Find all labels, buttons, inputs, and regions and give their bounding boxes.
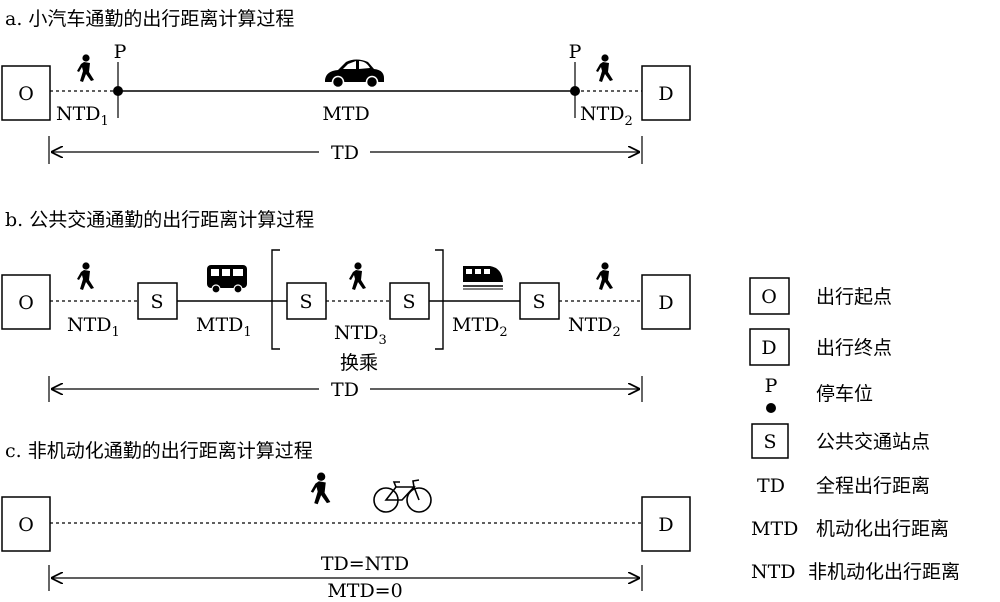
train-icon bbox=[463, 266, 503, 290]
td-label: TD bbox=[331, 142, 359, 164]
origin-node bbox=[1, 65, 51, 121]
bus-icon bbox=[207, 265, 247, 294]
legend-text: 出行终点 bbox=[816, 337, 892, 359]
legend-origin-box bbox=[749, 277, 790, 315]
legend-symbol: P bbox=[765, 375, 778, 397]
section-b-title: b. 公共交通通勤的出行距离计算过程 bbox=[5, 209, 314, 231]
station-label: S bbox=[532, 291, 545, 313]
ntd3-label: NTD3 bbox=[334, 322, 387, 348]
mtd1-label: MTD1 bbox=[196, 314, 252, 340]
walker-icon bbox=[349, 262, 366, 290]
walker-icon bbox=[310, 472, 331, 505]
td-label: TD bbox=[331, 379, 359, 401]
mtd2-label: MTD2 bbox=[452, 314, 508, 340]
parking-label-1: P bbox=[114, 41, 127, 63]
walker-icon bbox=[596, 54, 613, 82]
legend-symbol: TD bbox=[757, 475, 785, 497]
legend-text: 全程出行距离 bbox=[816, 475, 930, 497]
legend-symbol: S bbox=[763, 431, 776, 453]
legend-symbol: O bbox=[761, 286, 777, 308]
legend-station-box bbox=[751, 423, 789, 459]
section-a: a. 小汽车通勤的出行距离计算过程 O P P D NTD1 MTD NTD2 bbox=[1, 8, 691, 164]
legend-text: 停车位 bbox=[816, 383, 873, 405]
mtd-zero-label: MTD=0 bbox=[327, 580, 402, 602]
origin-node bbox=[1, 496, 51, 552]
car-icon bbox=[325, 59, 384, 89]
transfer-bracket-left bbox=[271, 249, 280, 350]
destination-label: D bbox=[658, 514, 673, 536]
parking-dot-2 bbox=[570, 86, 580, 96]
origin-label: O bbox=[18, 514, 34, 536]
origin-label: O bbox=[18, 292, 34, 314]
station-label: S bbox=[150, 291, 163, 313]
transfer-bracket-right bbox=[435, 249, 444, 350]
section-c: c. 非机动化通勤的出行距离计算过程 O D TD=NTD MTD=0 bbox=[1, 440, 691, 602]
destination-label: D bbox=[658, 292, 673, 314]
legend-parking-dot bbox=[766, 403, 776, 413]
mtd-label: MTD bbox=[322, 103, 369, 125]
station-label: S bbox=[299, 291, 312, 313]
legend-symbol: MTD bbox=[751, 518, 798, 540]
station-node bbox=[519, 282, 560, 320]
walker-icon bbox=[596, 262, 613, 290]
legend-symbol: NTD bbox=[751, 561, 796, 583]
station-node bbox=[389, 282, 430, 320]
origin-label: O bbox=[18, 83, 34, 105]
ntd1-label: NTD1 bbox=[56, 103, 109, 129]
legend-text: 出行起点 bbox=[816, 286, 892, 308]
station-node bbox=[137, 282, 178, 320]
destination-node bbox=[641, 65, 691, 121]
legend-destination-box bbox=[749, 328, 790, 366]
station-label: S bbox=[402, 291, 415, 313]
bicycle-icon bbox=[373, 479, 432, 513]
walker-icon bbox=[77, 262, 94, 290]
transfer-label: 换乘 bbox=[340, 352, 378, 374]
ntd2-label: NTD2 bbox=[580, 103, 633, 129]
td-eq-ntd-label: TD=NTD bbox=[321, 553, 409, 575]
ntd1-label: NTD1 bbox=[67, 314, 120, 340]
origin-node bbox=[1, 274, 51, 330]
parking-dot-1 bbox=[113, 86, 123, 96]
legend-text: 机动化出行距离 bbox=[816, 518, 949, 540]
ntd2-label: NTD2 bbox=[568, 314, 621, 340]
section-b: b. 公共交通通勤的出行距离计算过程 O S S S S D bbox=[1, 209, 691, 402]
section-a-title: a. 小汽车通勤的出行距离计算过程 bbox=[5, 8, 294, 30]
destination-node bbox=[641, 274, 691, 330]
destination-node bbox=[641, 496, 691, 552]
walker-icon bbox=[77, 54, 94, 82]
parking-label-2: P bbox=[569, 41, 582, 63]
section-c-title: c. 非机动化通勤的出行距离计算过程 bbox=[5, 440, 313, 462]
legend: O 出行起点 D 出行终点 P 停车位 S 公共交通站点 TD 全程出行距离 M… bbox=[749, 277, 960, 583]
legend-text: 公共交通站点 bbox=[816, 431, 930, 453]
legend-text: 非机动化出行距离 bbox=[808, 561, 960, 583]
destination-label: D bbox=[658, 83, 673, 105]
legend-symbol: D bbox=[761, 337, 776, 359]
